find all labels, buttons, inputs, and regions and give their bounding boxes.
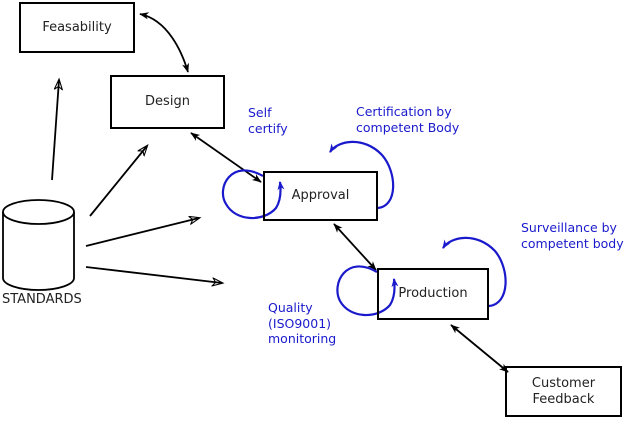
annotation-certification-by-competent-body: Certification by competent Body — [356, 104, 460, 135]
node-design-label: Design — [145, 94, 190, 109]
node-approval[interactable]: Approval — [263, 171, 378, 221]
annotation-quality-iso9001-monitoring: Quality (ISO9001) monitoring — [268, 300, 337, 346]
annotation-self-certify: Self certify — [248, 105, 288, 136]
connector-standards-to-feasability — [51, 80, 59, 181]
connector-production-to-customer-feedback — [450, 324, 509, 373]
loop-quality-monitoring — [336, 265, 399, 317]
node-feasability[interactable]: Feasability — [19, 2, 135, 53]
loop-certification-by-competent-body — [329, 140, 395, 210]
connector-standards-to-design — [89, 146, 147, 217]
loop-surveillance-by-competent-body — [442, 236, 507, 308]
standards-datastore-label: STANDARDS — [2, 292, 82, 307]
node-production[interactable]: Production — [377, 268, 489, 320]
node-customer-feedback-label: Customer Feedback — [531, 375, 596, 407]
node-customer-feedback[interactable]: Customer Feedback — [505, 366, 622, 417]
node-feasability-label: Feasability — [42, 19, 112, 35]
connector-standards-to-approval — [85, 218, 199, 247]
node-production-label: Production — [398, 286, 468, 301]
loop-self-certify — [221, 169, 285, 220]
connector-design-to-approval — [190, 132, 262, 183]
node-design[interactable]: Design — [110, 75, 225, 129]
node-approval-label: Approval — [291, 188, 350, 203]
annotation-surveillance-by-competent-body: Surveillance by competent body — [521, 220, 624, 251]
connector-approval-to-production — [333, 223, 377, 271]
connector-standards-to-production — [85, 266, 222, 283]
connector-design-to-feasability — [139, 12, 189, 73]
standards-datastore-shape — [2, 199, 75, 291]
